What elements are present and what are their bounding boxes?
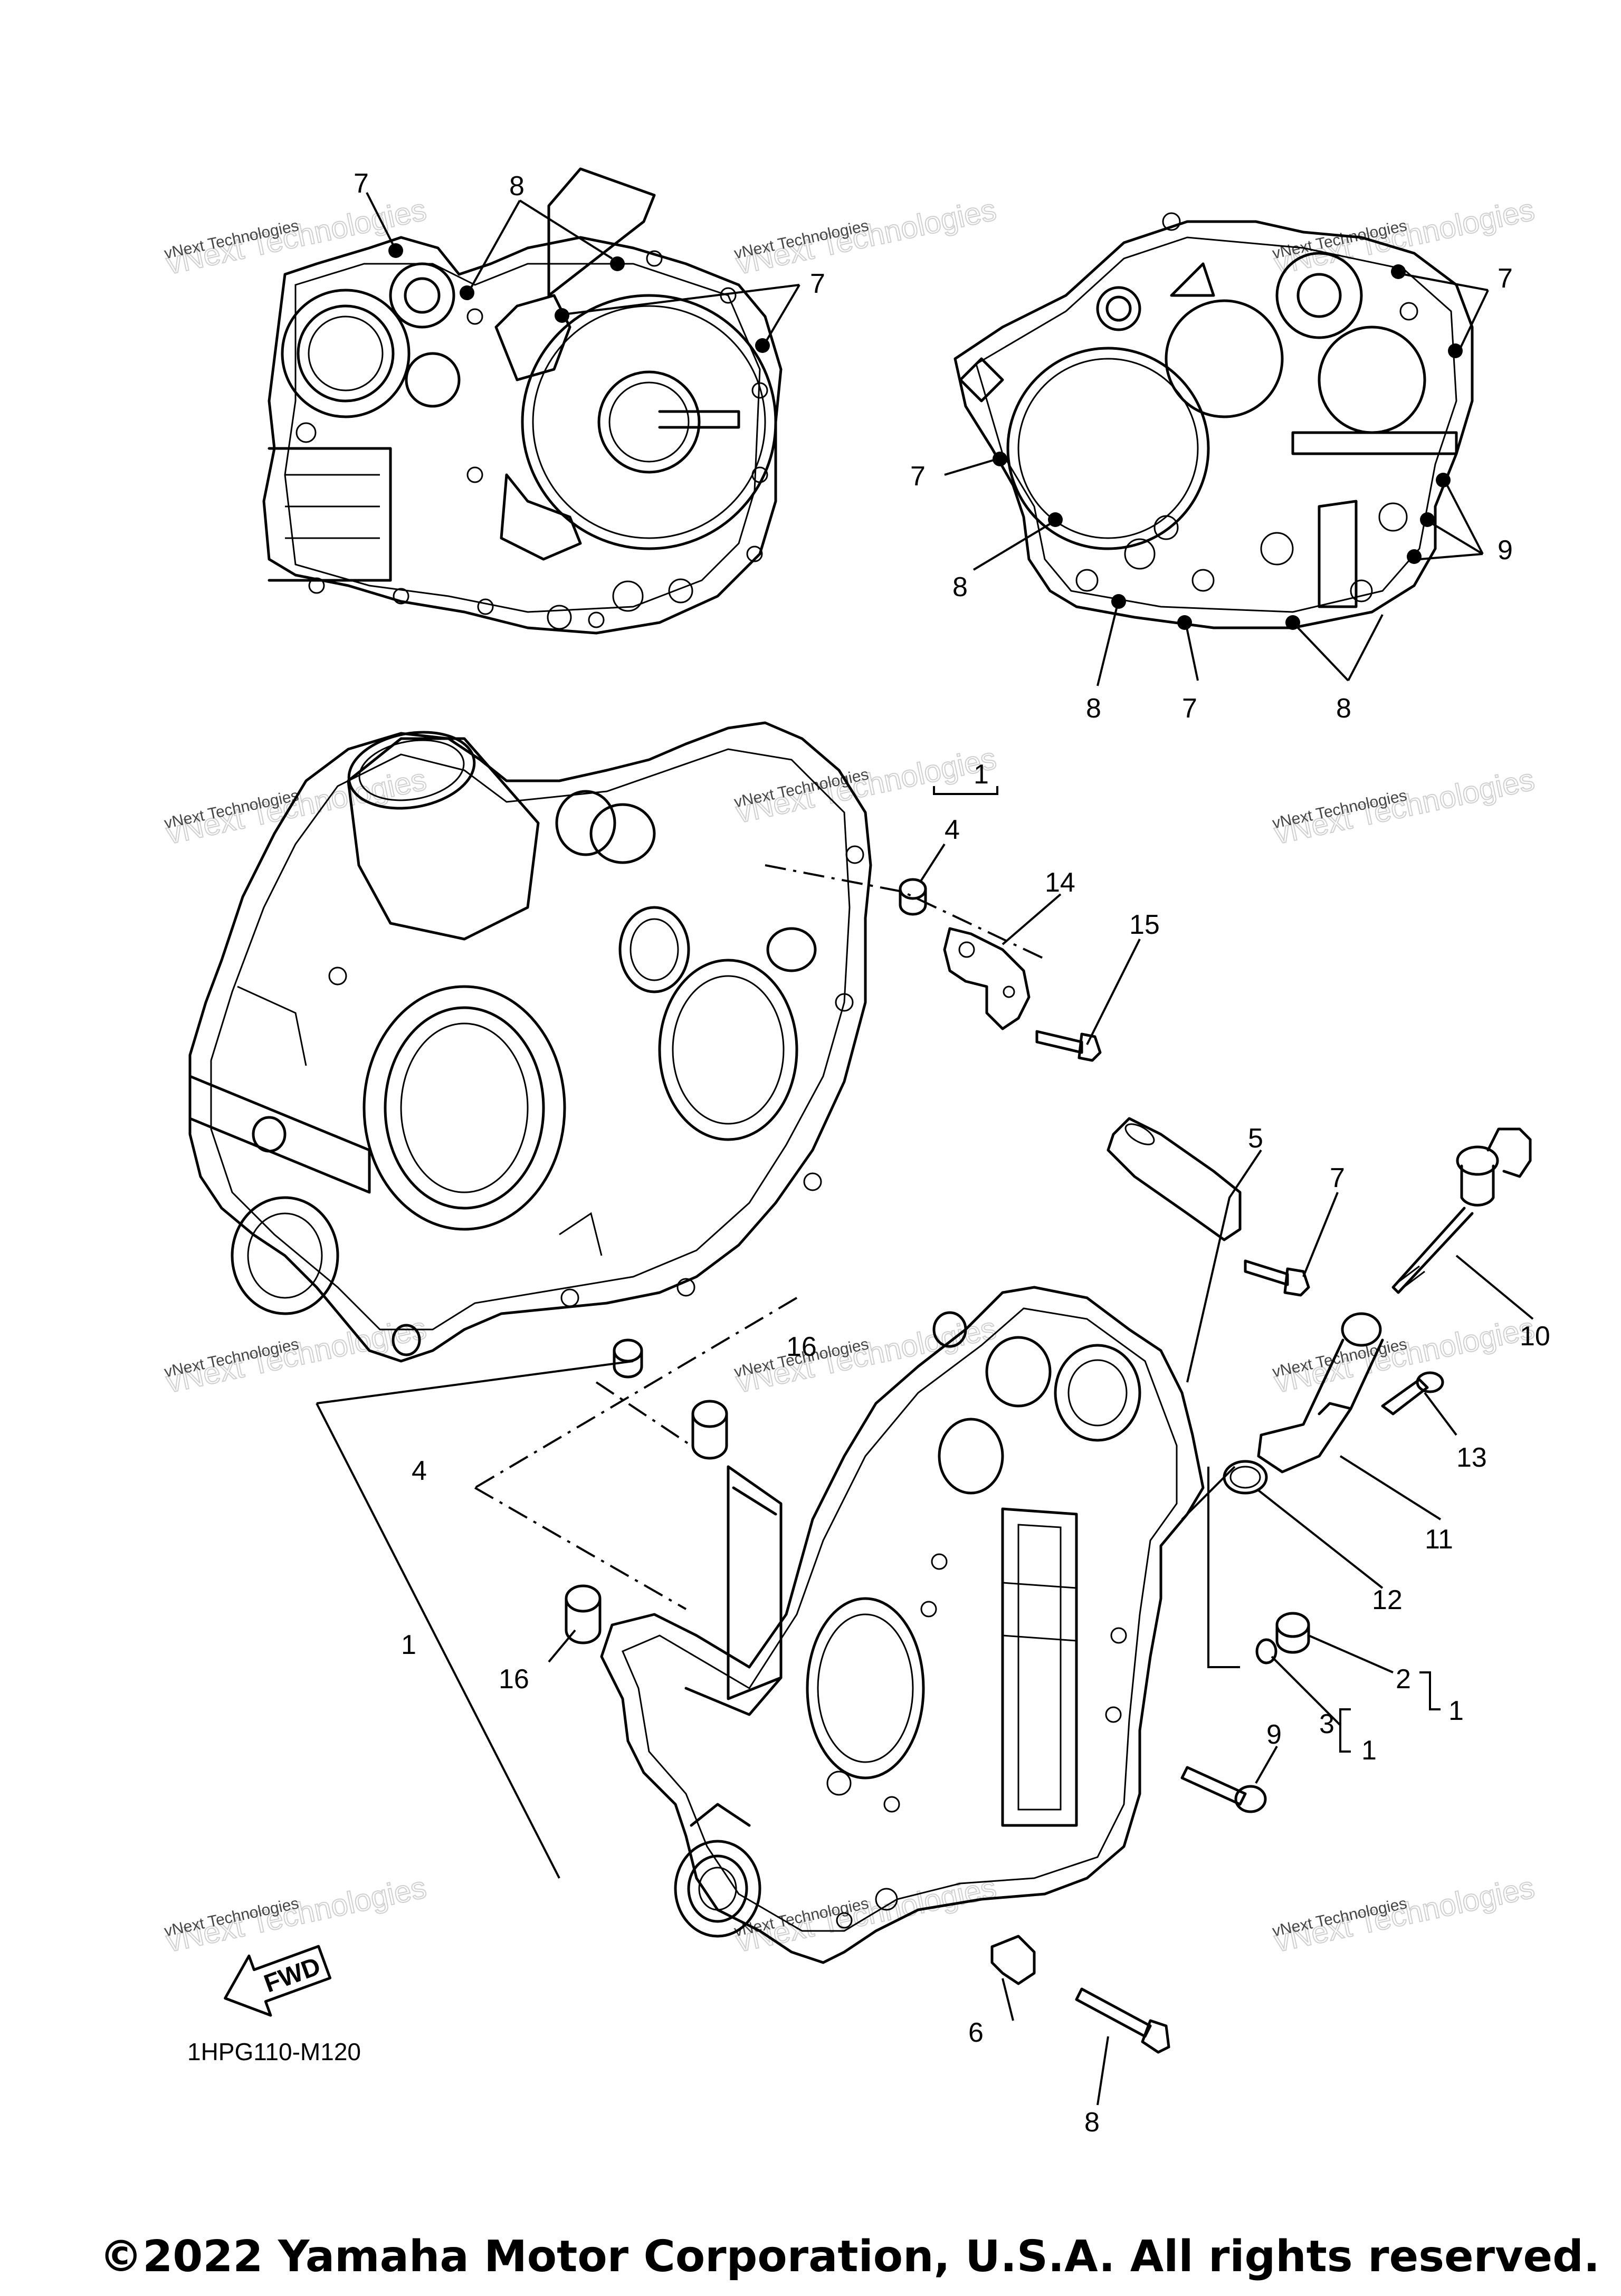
clamp [990,1935,1036,1985]
callout-7: 8 [1336,693,1351,724]
callout-3: 3 [1319,1709,1334,1739]
dowel-pin [565,1584,602,1644]
bolt [1244,1259,1310,1297]
callout-11: 11 [1425,1524,1453,1555]
callout-14: 14 [1045,867,1075,898]
dowel-pin [899,878,927,916]
callout-5: 5 [1248,1123,1263,1154]
top-left-leaders [366,192,800,344]
callout-1: 1 [1361,1735,1377,1766]
callout-7: 7 [1330,1163,1345,1193]
callout-4: 4 [945,815,960,845]
copyright-notice: ©2022 Yamaha Motor Corporation, U.S.A. A… [99,2232,1600,2282]
callout-8: 7 [1182,693,1197,724]
assembly-line [474,1297,798,1489]
callout-1: 1 [974,759,989,790]
bolt [1180,1766,1267,1813]
callout-8: 8 [509,171,525,202]
bolt [1381,1371,1444,1415]
diagram-code: 1HPG110-M120 [187,2038,361,2065]
fwd-arrow-icon: FWD [224,1945,332,2017]
gasket-washer [1255,1638,1277,1664]
bolt [1075,1987,1170,2054]
callout-1: 1 [401,1630,416,1660]
callout-16: 16 [499,1664,529,1695]
callout-7: 7 [1498,263,1513,294]
callout-7: 7 [910,461,926,492]
callout-8: 8 [1084,2107,1100,2138]
callout-7: 7 [354,168,369,199]
bolt [1035,1030,1102,1062]
callout-10: 10 [1520,1321,1550,1352]
callout-16: 16 [786,1332,817,1362]
callout-4: 4 [412,1456,427,1486]
assembly-line [595,1381,692,1447]
callout-9: 9 [1498,535,1513,566]
oil-dipstick [1391,1127,1532,1294]
callout-13: 13 [1456,1442,1487,1473]
crankcase-right [600,1286,1205,1964]
callout-7: 7 [810,269,825,299]
callout-12: 12 [1372,1585,1403,1615]
top-right-leaders [944,273,1489,686]
assembly-line [316,1360,634,1879]
callout-7: 8 [1086,693,1101,724]
crankcase-right-half-gasket-view [953,212,1474,630]
assembly-line [474,1487,686,1610]
oil-guide [1107,1117,1242,1241]
crankcase-left-half-gasket-view [262,167,783,635]
callout-2: 2 [1396,1664,1411,1695]
callout-6: 6 [968,2017,984,2048]
o-ring [1229,1466,1261,1489]
assembly-line [765,864,1048,961]
callout-9: 9 [1266,1719,1282,1750]
dowel-pin [691,1400,728,1460]
callout-8: 8 [952,572,968,602]
dowel-pin [613,1338,643,1379]
callout-1: 1 [1448,1696,1464,1726]
filler-pipe [1257,1312,1384,1474]
drain-plug [1275,1612,1310,1654]
callout-15: 15 [1129,910,1160,940]
main-leaders [548,786,1534,2106]
plate [943,927,1031,1030]
crankcase-left [188,721,872,1363]
